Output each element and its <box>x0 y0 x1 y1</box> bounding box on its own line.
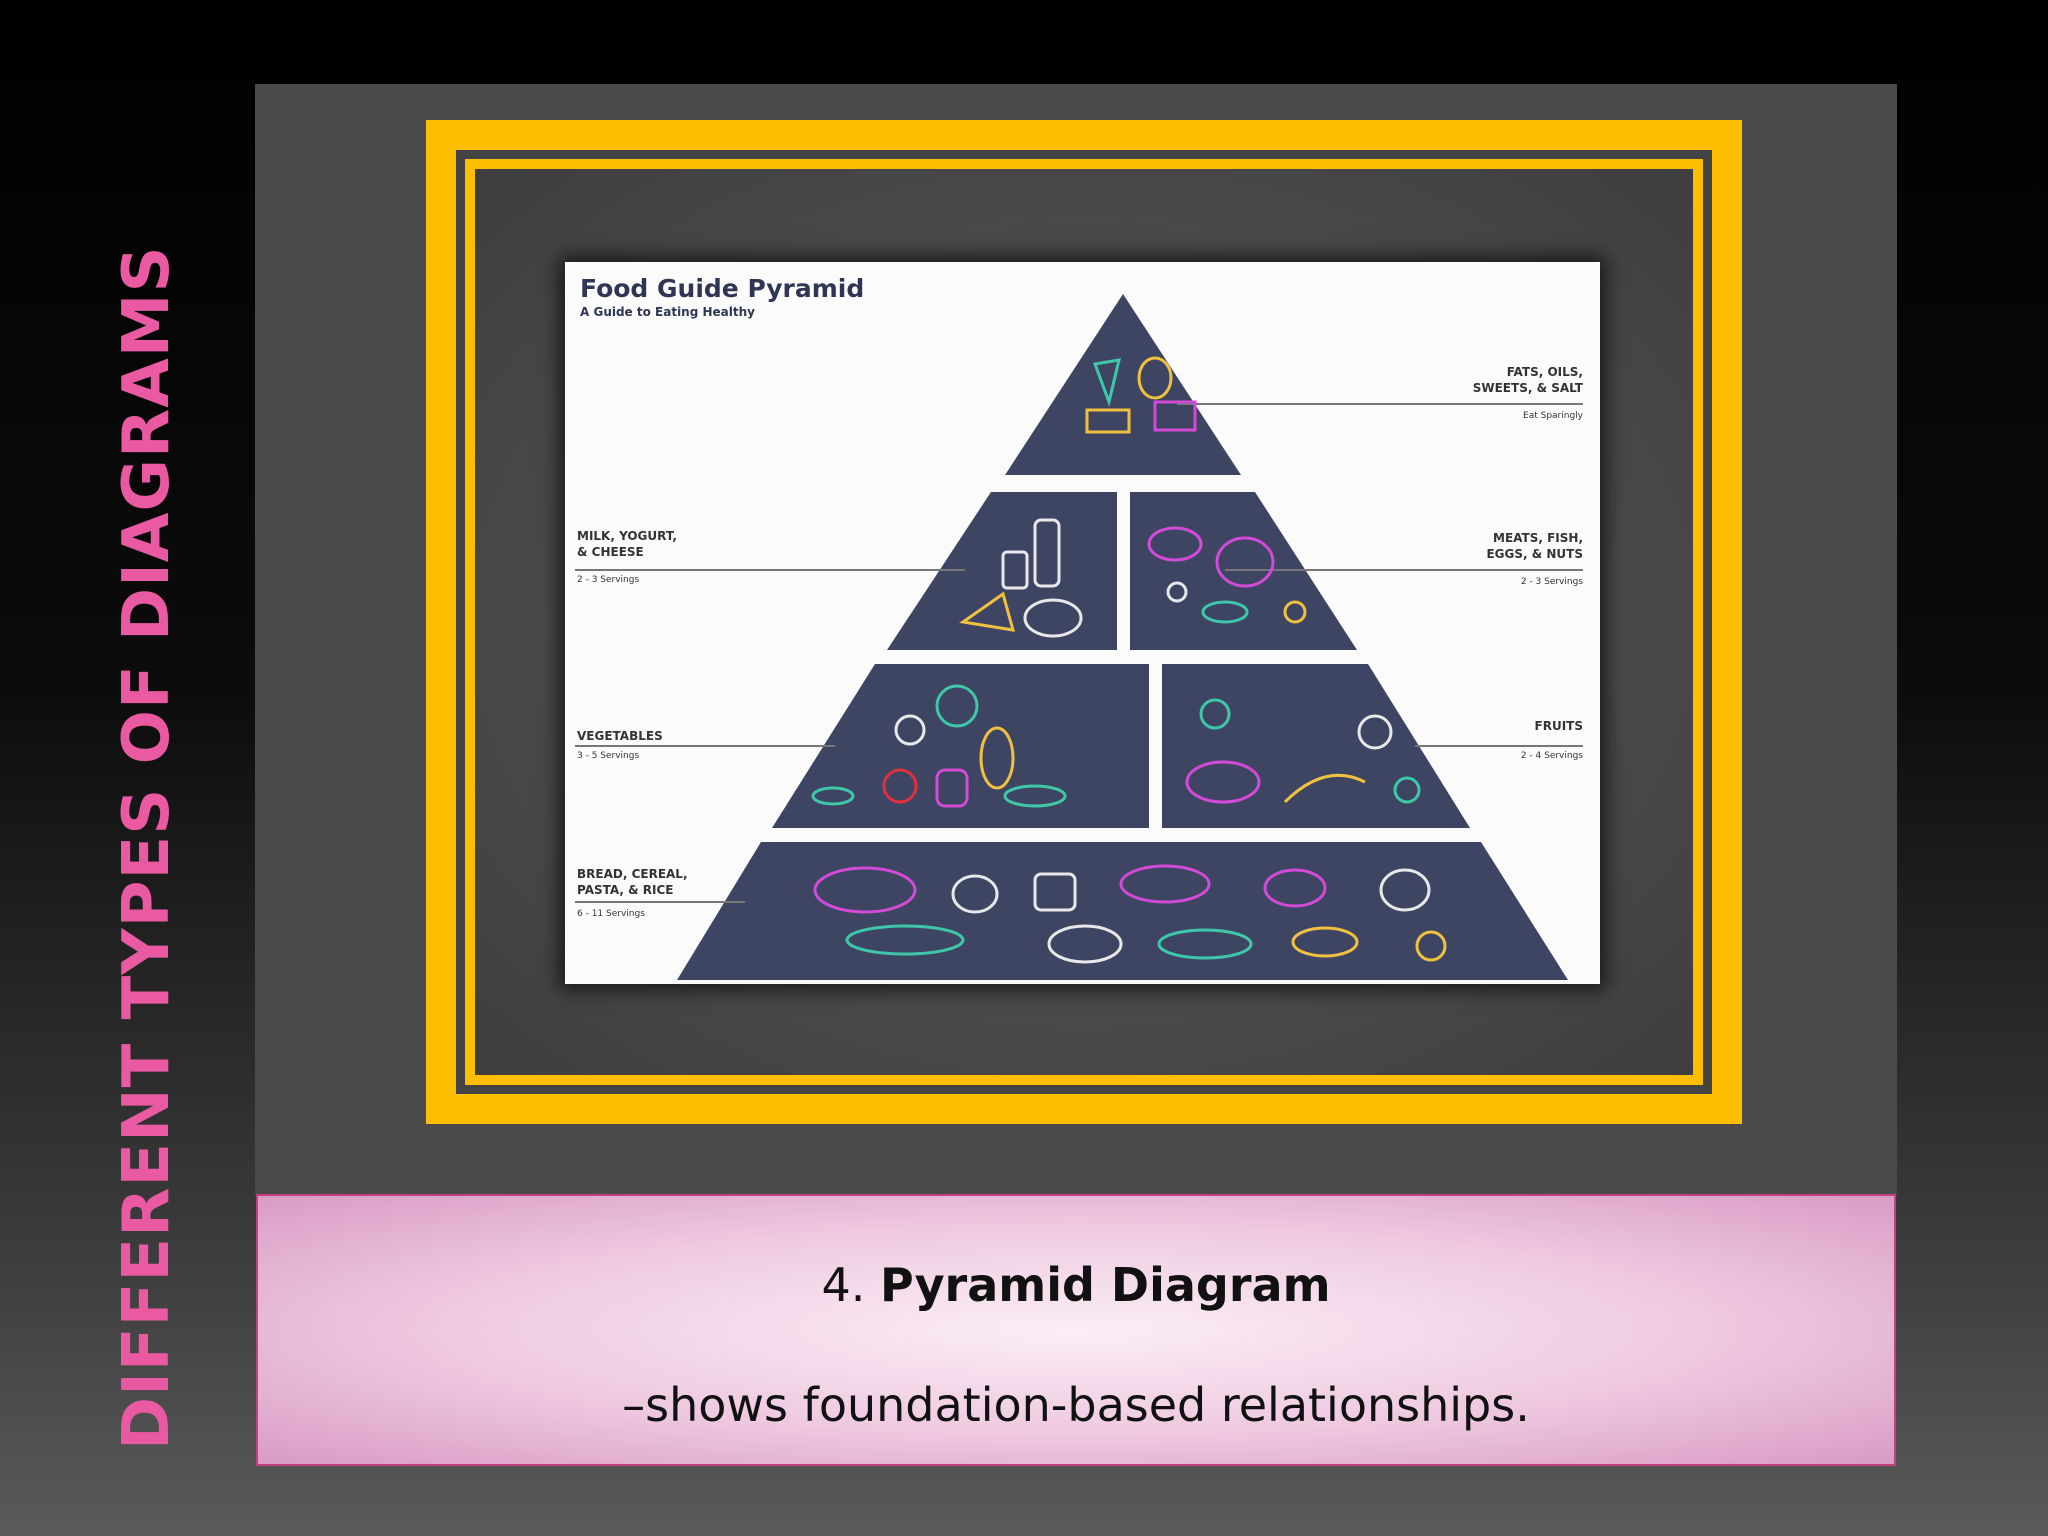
pea-pod-icon <box>1003 784 1067 808</box>
caption-description: –shows foundation-based relationships. <box>622 1378 1530 1432</box>
tier-fruits <box>1162 664 1470 828</box>
melon-icon <box>1357 714 1393 750</box>
grapes-icon <box>1185 760 1261 804</box>
food-pyramid-image: Food Guide Pyramid A Guide to Eating Hea… <box>565 262 1600 984</box>
label-grains-line1: BREAD, CEREAL, <box>577 867 688 881</box>
nuts-icon <box>1283 600 1307 624</box>
label-grains-line2: PASTA, & RICE <box>577 883 673 897</box>
glass-icon <box>1001 550 1029 590</box>
pasta-icon <box>845 924 965 956</box>
label-meats-line2: EGGS, & NUTS <box>1486 547 1583 561</box>
banana-icon <box>1283 773 1366 804</box>
corn-icon <box>979 726 1015 790</box>
tier-top <box>1005 294 1241 475</box>
tomato-icon <box>882 768 918 804</box>
onion-icon <box>894 714 926 746</box>
muffin-icon <box>1291 926 1359 958</box>
caption-box: 4. Pyramid Diagram –shows foundation-bas… <box>256 1194 1896 1466</box>
roll-icon <box>951 874 999 914</box>
label-milk-line1: MILK, YOGURT, <box>577 529 677 543</box>
caption-title: Pyramid Diagram <box>880 1258 1331 1312</box>
pepper-icon <box>935 768 969 808</box>
candy-icon <box>1153 400 1197 432</box>
ham-icon <box>1215 536 1275 588</box>
milk-carton-icon <box>1033 518 1061 588</box>
leaf-icon <box>811 786 855 806</box>
bagel-icon <box>1047 924 1123 964</box>
caption-number: 4. <box>821 1258 866 1312</box>
caption-heading: 4. Pyramid Diagram <box>258 1258 1894 1312</box>
cereal-bowl-icon <box>1263 868 1327 908</box>
fish-icon <box>1201 600 1249 624</box>
label-vegetables-line1: VEGETABLES <box>577 729 663 743</box>
label-fats-line2: SWEETS, & SALT <box>1473 381 1584 395</box>
label-meats-line1: MEATS, FISH, <box>1493 531 1583 545</box>
food-pyramid-diagram: Food Guide Pyramid A Guide to Eating Hea… <box>575 274 1584 980</box>
cheese-icon <box>959 591 1016 632</box>
pyramid-subtitle: A Guide to Eating Healthy <box>580 305 755 319</box>
egg-icon <box>1166 581 1188 603</box>
cracker-icon <box>1415 930 1447 962</box>
label-meats-servings: 2 - 3 Servings <box>1521 577 1583 587</box>
food-icons <box>811 356 1447 964</box>
baguette-icon <box>1119 864 1211 904</box>
rice-icon <box>1157 928 1253 960</box>
bread-slice-icon <box>1033 872 1077 912</box>
ice-cream-icon <box>1092 358 1121 408</box>
label-milk-line2: & CHEESE <box>577 545 644 559</box>
label-milk-servings: 2 - 3 Servings <box>577 575 639 585</box>
label-grains-servings: 6 - 11 Servings <box>577 909 645 919</box>
slide-side-title: DIFFERENT TYPES OF DIAGRAMS <box>110 245 184 1450</box>
label-fruits-line1: FRUITS <box>1535 719 1583 733</box>
label-fats-servings: Eat Sparingly <box>1523 411 1584 421</box>
toast-icon <box>1379 868 1431 912</box>
meat-icon <box>1147 526 1203 562</box>
cake-icon <box>1085 408 1131 434</box>
pear-icon <box>1393 776 1421 804</box>
label-fruits-servings: 2 - 4 Servings <box>1521 751 1583 761</box>
label-vegetables-servings: 3 - 5 Servings <box>577 751 639 761</box>
apple-icon <box>1199 698 1231 730</box>
cheese-wheel-icon <box>1023 598 1083 638</box>
pyramid-title: Food Guide Pyramid <box>580 274 864 303</box>
broccoli-icon <box>935 684 979 728</box>
pastry-icon <box>1137 356 1173 400</box>
bread-loaf-icon <box>813 866 917 914</box>
tier-grains <box>677 842 1568 980</box>
label-fats-line1: FATS, OILS, <box>1507 365 1583 379</box>
leader-lines <box>575 403 1583 903</box>
